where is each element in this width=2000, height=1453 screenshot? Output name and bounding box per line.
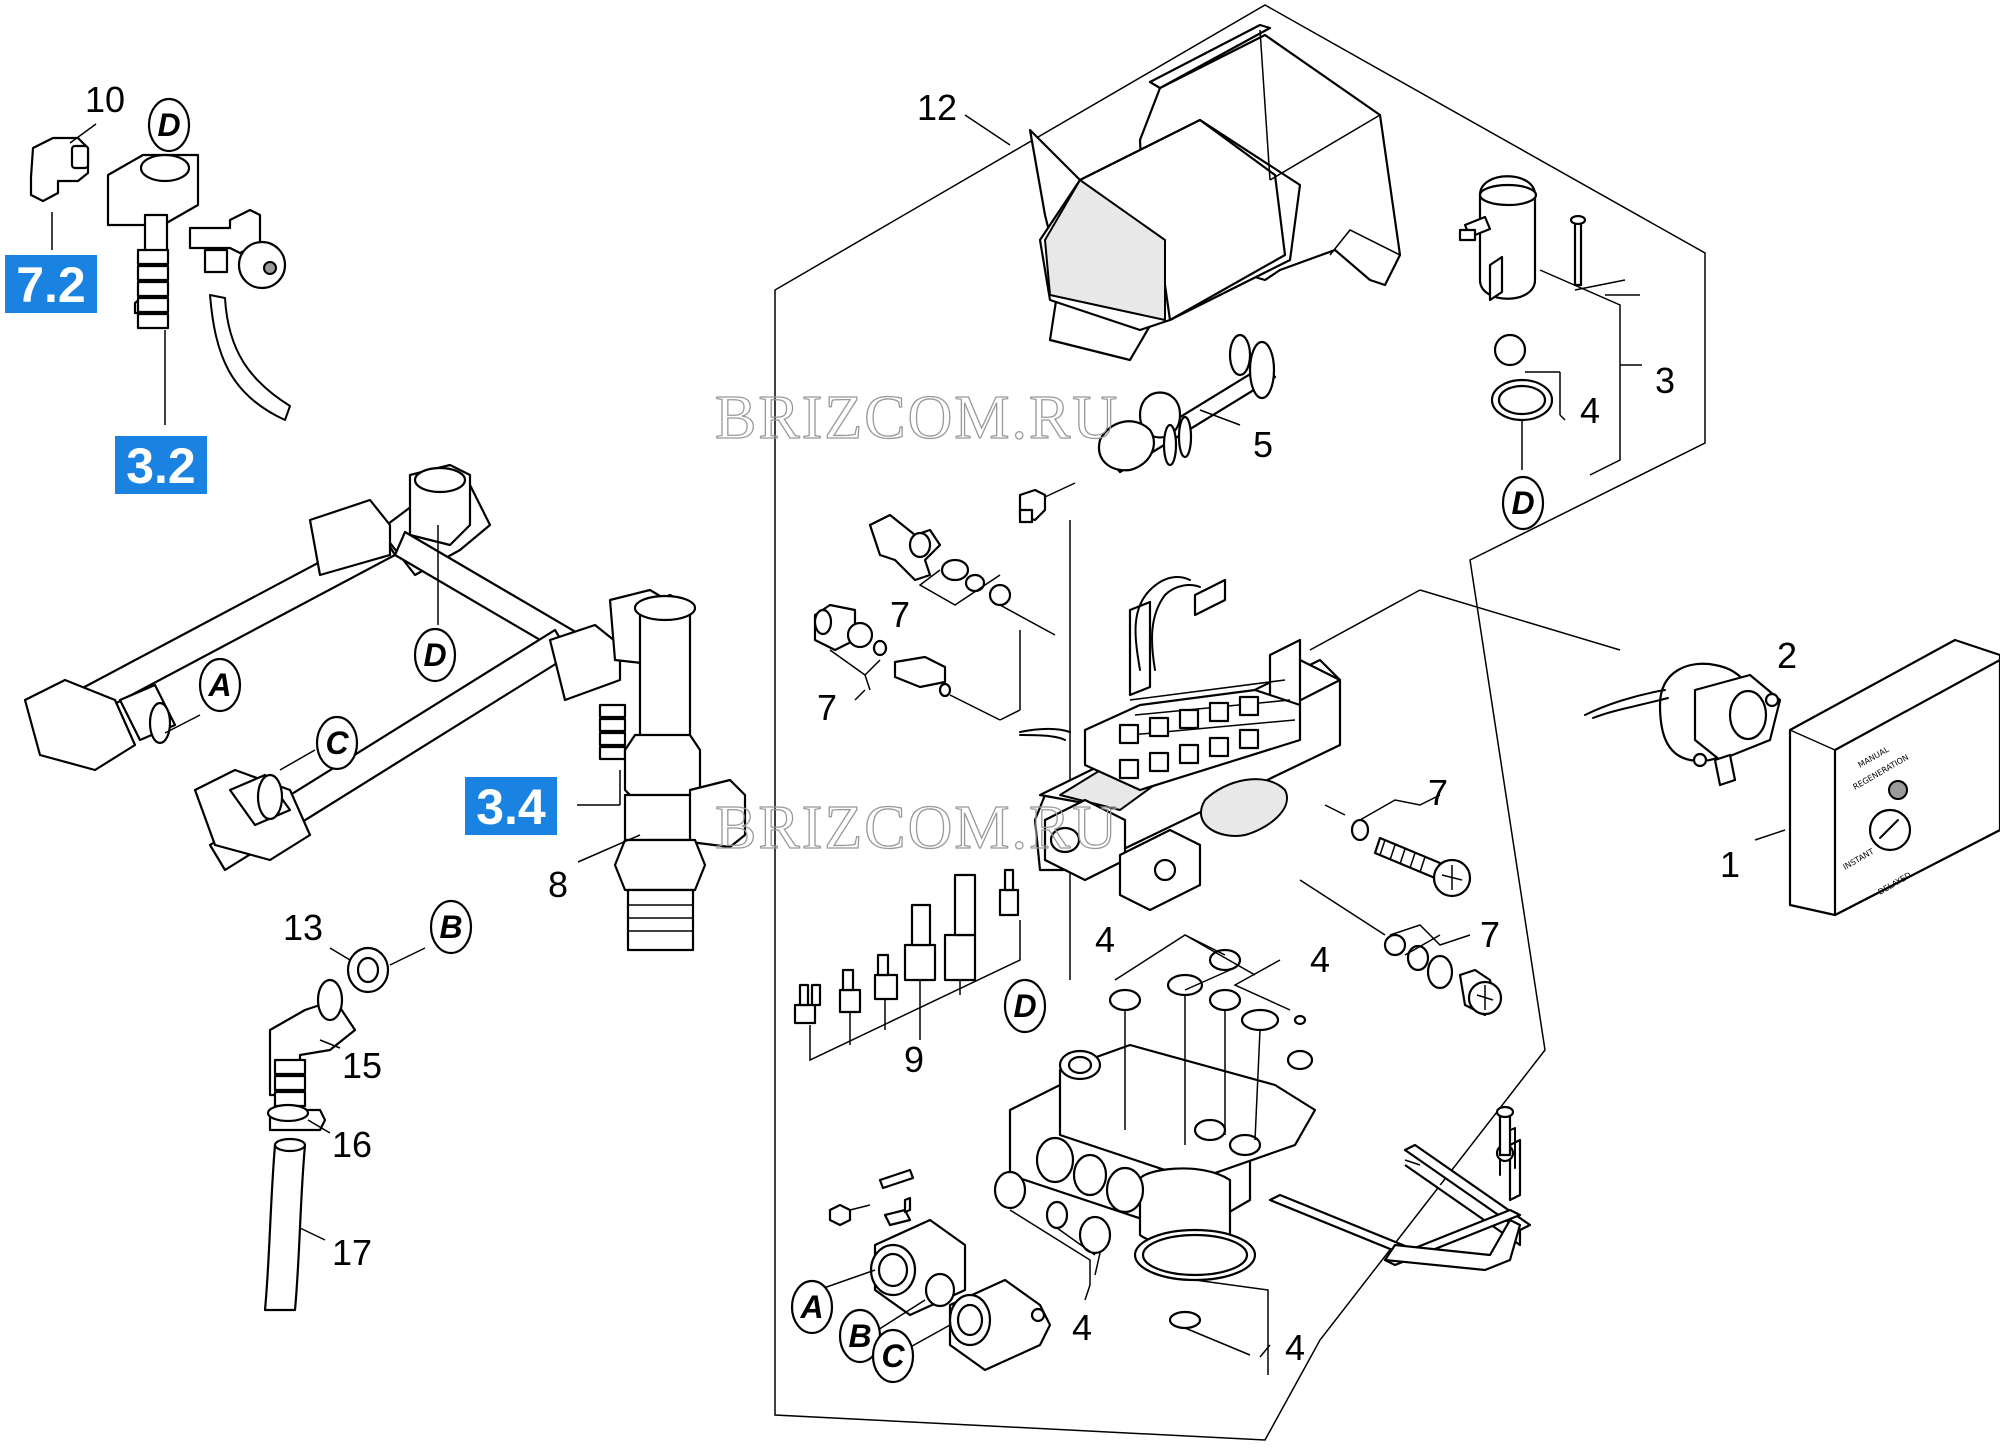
bubble-b-drain: B bbox=[439, 909, 462, 945]
item-7-leaders-lower bbox=[1299, 794, 1471, 956]
bypass-pipe-manifold bbox=[23, 463, 747, 952]
bubble-d-brine: D bbox=[1511, 485, 1534, 521]
bubble-a-manifold: A bbox=[207, 667, 231, 703]
reference-box-7-2[interactable]: 7.2 bbox=[5, 255, 97, 313]
part-label-1: 1 bbox=[1720, 844, 1740, 885]
part-label-4-d: 4 bbox=[1285, 1327, 1305, 1368]
part-label-15: 15 bbox=[342, 1045, 382, 1086]
connection-bubbles: D D A C B D D A B C bbox=[147, 97, 1545, 1384]
item-7-leaders-upper bbox=[829, 569, 1056, 721]
part-label-7-c: 7 bbox=[1428, 772, 1448, 813]
part-label-8: 9 bbox=[904, 1039, 924, 1080]
part-label-7-b: 7 bbox=[817, 687, 837, 728]
part-label-4-a: 4 bbox=[1095, 919, 1115, 960]
bubble-d-base: D bbox=[1013, 988, 1036, 1024]
bubble-a-coupling: A bbox=[799, 1289, 823, 1325]
watermark-top: BRIZCOM.RU bbox=[715, 384, 1119, 452]
piston-assembly bbox=[1018, 333, 1277, 524]
part-label-17: 17 bbox=[332, 1232, 372, 1273]
part-label-12: 12 bbox=[917, 87, 957, 128]
part-number-labels: 10 12 3 4 5 7 7 2 7 1 7 4 4 8 13 15 16 1… bbox=[85, 79, 1797, 1368]
item-4-leaders bbox=[1009, 934, 1291, 1375]
micro-switches bbox=[793, 868, 1021, 1062]
part-label-4-upper: 4 bbox=[1580, 390, 1600, 431]
part-label-3: 3 bbox=[1655, 360, 1675, 401]
part-label-10: 10 bbox=[85, 79, 125, 120]
part-label-5: 5 bbox=[1253, 424, 1273, 465]
bubble-b-coupling: B bbox=[848, 1318, 871, 1354]
bubble-d-manifold: D bbox=[423, 637, 446, 673]
item-3-bracket bbox=[1521, 269, 1642, 476]
reference-box-3-2-label: 3.2 bbox=[126, 438, 196, 494]
drain-line-assembly bbox=[263, 946, 390, 1312]
coupling-parts bbox=[828, 1168, 1052, 1372]
part-label-7-a: 7 bbox=[890, 594, 910, 635]
bubble-d-top-left: D bbox=[157, 107, 180, 143]
assembly-12-outline bbox=[774, 4, 1706, 1441]
reference-box-7-2-label: 7.2 bbox=[16, 257, 86, 313]
part-label-7-d: 7 bbox=[1480, 914, 1500, 955]
reference-box-3-4-bg bbox=[465, 777, 557, 835]
reference-box-3-2[interactable]: 3.2 bbox=[115, 436, 207, 494]
watermark-middle: BRIZCOM.RU bbox=[715, 794, 1119, 862]
part-label-9: 8 bbox=[548, 864, 568, 905]
brine-valve-assembly bbox=[1458, 175, 1587, 422]
part-label-4-b: 4 bbox=[1310, 939, 1330, 980]
part-label-2: 2 bbox=[1777, 635, 1797, 676]
part-label-16: 16 bbox=[332, 1124, 372, 1165]
bubble-c-manifold: C bbox=[325, 725, 349, 761]
valve-base-assembly bbox=[1008, 1043, 1317, 1282]
part-label-13: 13 bbox=[283, 907, 323, 948]
reference-box-3-2-bg bbox=[115, 436, 207, 494]
bypass-rod bbox=[1268, 1105, 1532, 1272]
o-rings-item-4 bbox=[993, 948, 1314, 1330]
reference-box-3-4-label: 3.4 bbox=[476, 779, 546, 835]
injector-parts-lower bbox=[1350, 818, 1503, 1017]
regeneration-knob[interactable] bbox=[1868, 808, 1912, 852]
control-valve-body bbox=[1019, 576, 1342, 912]
valve-cover bbox=[1028, 23, 1402, 362]
part-label-4-c: 4 bbox=[1072, 1307, 1092, 1348]
control-panel: MANUAL REGENERATION INSTANT DELAYED bbox=[1788, 638, 2000, 917]
drive-motor bbox=[1584, 662, 1782, 787]
injector-parts-upper bbox=[813, 513, 1012, 698]
reference-box-7-2-bg bbox=[5, 255, 97, 313]
reference-box-3-4[interactable]: 3.4 bbox=[465, 777, 557, 835]
panel-indicator-led bbox=[1888, 780, 1908, 800]
bubble-c-coupling: C bbox=[881, 1338, 905, 1374]
tee-fitting-assembly bbox=[29, 136, 291, 421]
